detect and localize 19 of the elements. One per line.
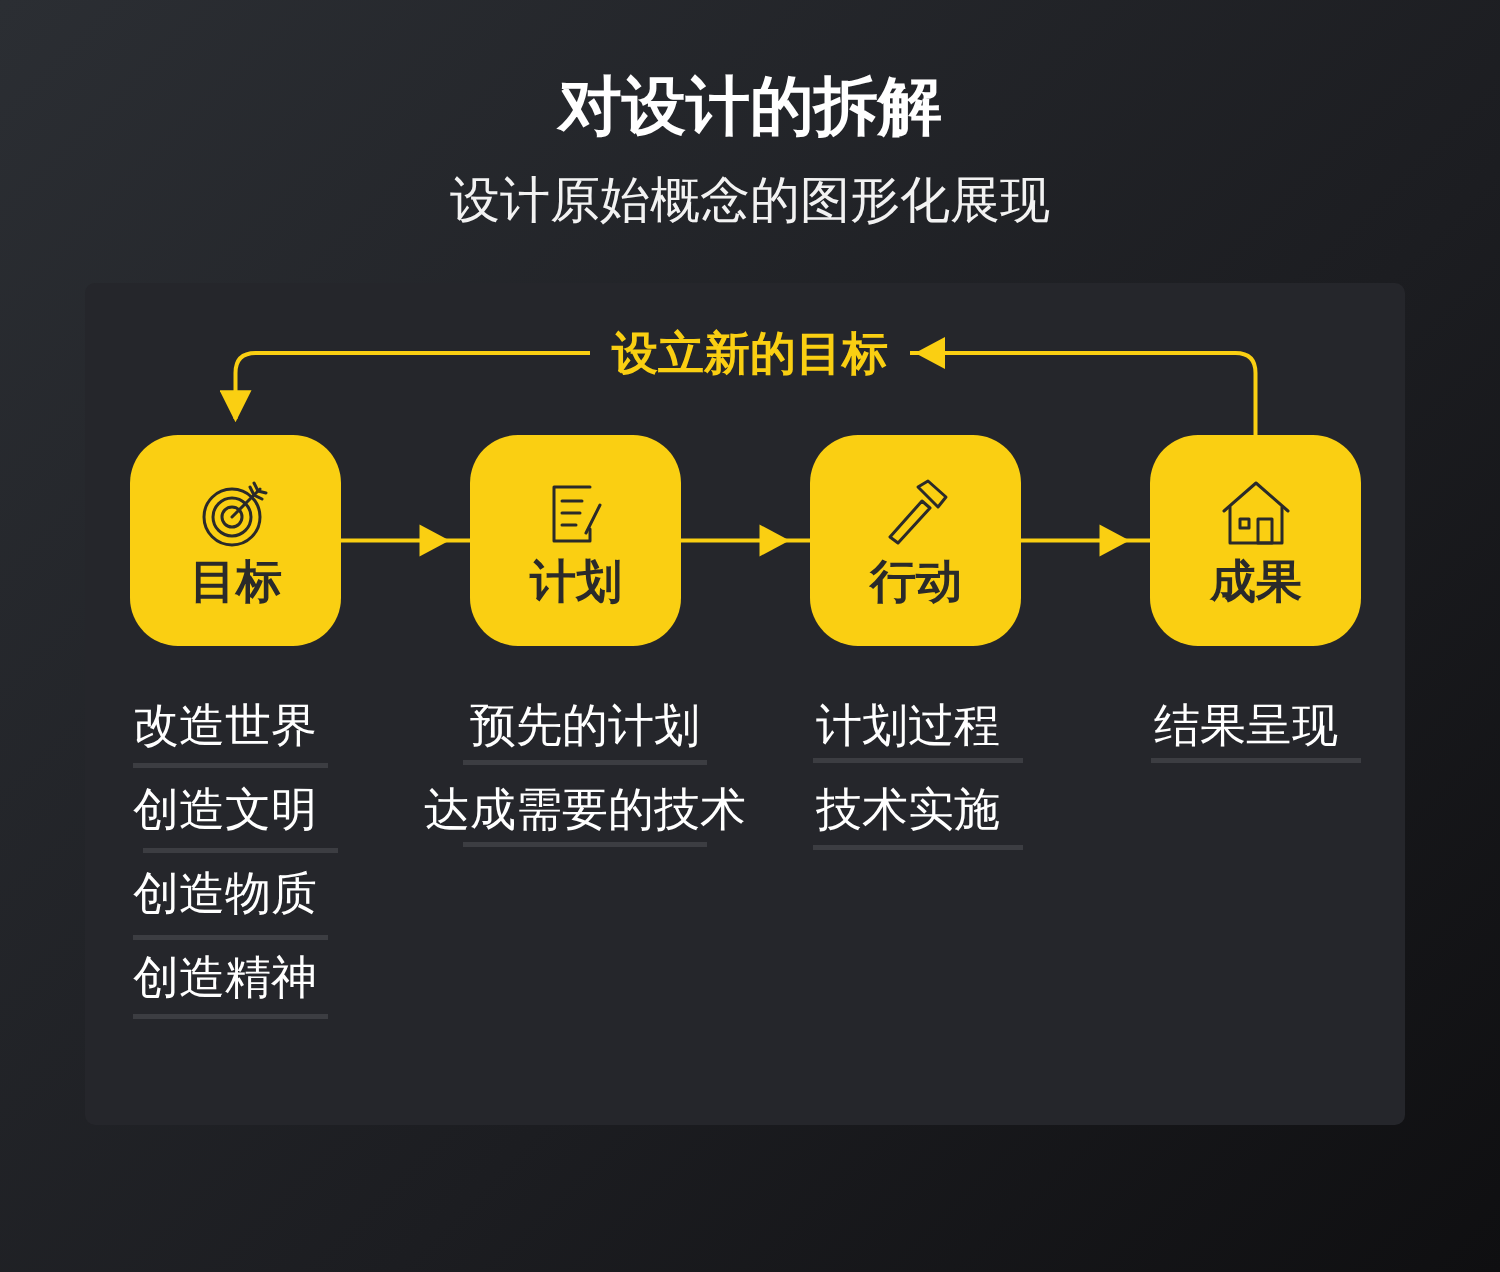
- list-item: 创造物质: [133, 865, 318, 921]
- box-label: 目标: [188, 553, 283, 609]
- box-label: 成果: [1208, 553, 1303, 609]
- process-box: [1150, 435, 1361, 646]
- process-box: [130, 435, 341, 646]
- list-item: 创造精神: [133, 949, 318, 1005]
- title: 对设计的拆解: [555, 68, 943, 145]
- box-label: 计划: [528, 553, 623, 609]
- list-item: 预先的计划: [469, 697, 701, 753]
- process-box: [810, 435, 1021, 646]
- list-item: 计划过程: [816, 697, 1001, 753]
- process-box: [470, 435, 681, 646]
- list-item: 改造世界: [133, 697, 318, 753]
- subtitle: 设计原始概念的图形化展现: [449, 170, 1051, 231]
- list-item: 创造文明: [133, 781, 318, 837]
- box-label: 行动: [868, 553, 963, 609]
- list-item: 达成需要的技术: [423, 781, 747, 837]
- list-item: 结果呈现: [1154, 697, 1339, 753]
- list-item: 技术实施: [816, 781, 1001, 837]
